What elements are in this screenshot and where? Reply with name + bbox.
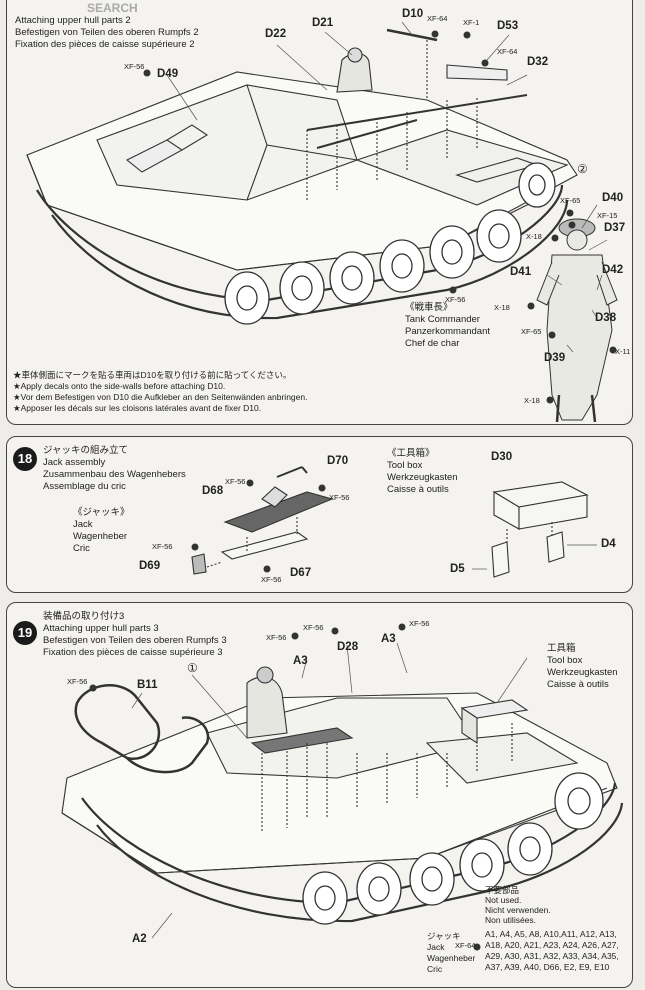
paint-code: XF-56 [124,62,145,71]
paint-code: XF-56 [409,619,430,628]
step18-jack-toolbox-drawing [191,466,597,578]
paint-code: XF-56 [152,542,173,551]
toolbox-label-en: Tool box [387,460,423,471]
toolbox-label-jp: 工具箱 [547,643,576,654]
commander-label-jp: 《戦車長》 [405,302,453,313]
toolbox-label-de: Werkzeugkasten [547,667,618,678]
unused-label-de: Nicht verwenden. [485,905,551,915]
unused-parts-list: A29, A30, A31, A32, A33, A34, A35, [485,951,619,961]
paint-code: XF-56 [225,477,246,486]
step-number-badge: 18 [13,447,37,471]
part-label: D42 [602,264,624,276]
jack-label-jp: 《ジャッキ》 [73,507,130,518]
paint-code: XF-64 [455,941,476,950]
unused-label-jp: 不要部品 [485,885,520,895]
part-label: D30 [491,451,513,463]
part-label: D69 [139,560,161,572]
unused-parts-list: A37, A39, A40, D66, E2, E9, E10 [485,962,610,972]
step18-title-de: Zusammenbau des Wagenhebers [43,469,186,480]
step17-title-de: Befestigen von Teilen des oberen Rumpfs … [15,27,199,38]
paint-code: XF-56 [67,677,88,686]
part-label: D32 [527,56,549,68]
part-label: D67 [290,567,312,579]
toolbox-label-jp: 《工具箱》 [387,448,435,459]
part-label: D39 [544,352,566,364]
step19-title-fr: Fixation des pièces de caisse supérieure… [43,647,223,658]
jack-label-fr: Cric [73,543,90,554]
part-label: A3 [381,633,396,645]
jack-label-de: Wagenheber [73,531,128,542]
part-label: D53 [497,20,519,32]
step17-tank-drawing [26,21,618,423]
step19-title-de: Befestigen von Teilen des oberen Rumpfs … [43,635,227,646]
step17-panel: SEARCH Attaching upper hull parts 2 Befe… [6,0,633,425]
unused-parts-list: A18, A20, A21, A23, A24, A26, A27, [485,940,619,950]
commander-label-fr: Chef de char [405,338,460,349]
step17-title-en: Attaching upper hull parts 2 [15,15,131,26]
part-label: B11 [137,679,158,691]
step19-title-jp: 装備品の取り付け3 [43,611,125,622]
paint-code: X-18 [494,303,510,312]
step18-panel: 18 ジャッキの組み立て Jack assembly Zusammenbau d… [6,436,633,593]
step18-title-fr: Assemblage du cric [43,481,126,492]
part-label: D28 [337,641,359,653]
unused-parts-list: A1, A4, A5, A8, A10,A11, A12, A13, [485,929,617,939]
step19-tank-drawing [61,623,624,951]
jack-label-fr: Cric [427,964,443,974]
paint-code: XF-56 [261,575,282,584]
decal-note: ★Apposer les décals sur les cloisons lat… [13,403,262,413]
decal-note: ★Vor dem Befestigen von D10 die Aufklebe… [13,392,308,402]
part-label: D4 [601,538,616,550]
part-label: D38 [595,312,617,324]
paint-code: X-18 [526,232,542,241]
step18-title-en: Jack assembly [43,457,106,468]
paint-code: XF-56 [445,295,466,304]
paint-code: XF-15 [597,211,618,220]
unused-label-en: Not used. [485,895,522,905]
paint-code: XF-56 [303,623,324,632]
unused-label-fr: Non utilisées. [485,915,537,925]
part-label: D68 [202,485,224,497]
decal-note: ★車体側面にマークを貼る車両はD10を取り付ける前に貼ってください。 [13,370,292,380]
part-label: D41 [510,266,532,278]
paint-code: XF-65 [560,196,581,205]
part-label: D49 [157,68,179,80]
commander-label-de: Panzerkommandant [405,326,491,337]
step19-title-en: Attaching upper hull parts 3 [43,623,159,634]
jack-label-jp: ジャッキ [427,931,461,941]
toolbox-label-de: Werkzeugkasten [387,472,458,483]
jack-label-en: Jack [73,519,93,530]
paint-code: XF-64 [427,14,448,23]
watermark: SEARCH [87,1,138,15]
paint-code: XF-1 [463,18,480,27]
jack-label-en: Jack [427,942,445,952]
part-label: D37 [604,222,626,234]
part-label: A3 [293,655,308,667]
step18-title-jp: ジャッキの組み立て [43,445,129,456]
part-label: A2 [132,933,147,945]
part-label: D22 [265,28,287,40]
toolbox-label-fr: Caisse à outils [387,484,449,495]
part-label: D70 [327,455,349,467]
step17-title-fr: Fixation des pièces de caisse supérieure… [15,39,195,50]
toolbox-label-en: Tool box [547,655,583,666]
paint-code: XF-56 [329,493,350,502]
part-label: D40 [602,192,624,204]
part-label: D10 [402,8,424,20]
paint-code: XF-56 [266,633,287,642]
paint-code: XF-64 [497,47,518,56]
jack-label-de: Wagenheber [427,953,476,963]
commander-label-en: Tank Commander [405,314,480,325]
step-number-badge: 19 [13,621,37,645]
paint-code: X-11 [615,347,631,356]
toolbox-label-fr: Caisse à outils [547,679,609,690]
part-label: D21 [312,17,334,29]
part-label: D5 [450,563,465,575]
step-marker: ① [187,661,198,675]
paint-code: XF-65 [521,327,542,336]
paint-code: X-18 [524,396,540,405]
step-marker: ② [577,162,588,176]
decal-note: ★Apply decals onto the side-walls before… [13,381,226,391]
step19-panel: 19 装備品の取り付け3 Attaching upper hull parts … [6,602,633,988]
